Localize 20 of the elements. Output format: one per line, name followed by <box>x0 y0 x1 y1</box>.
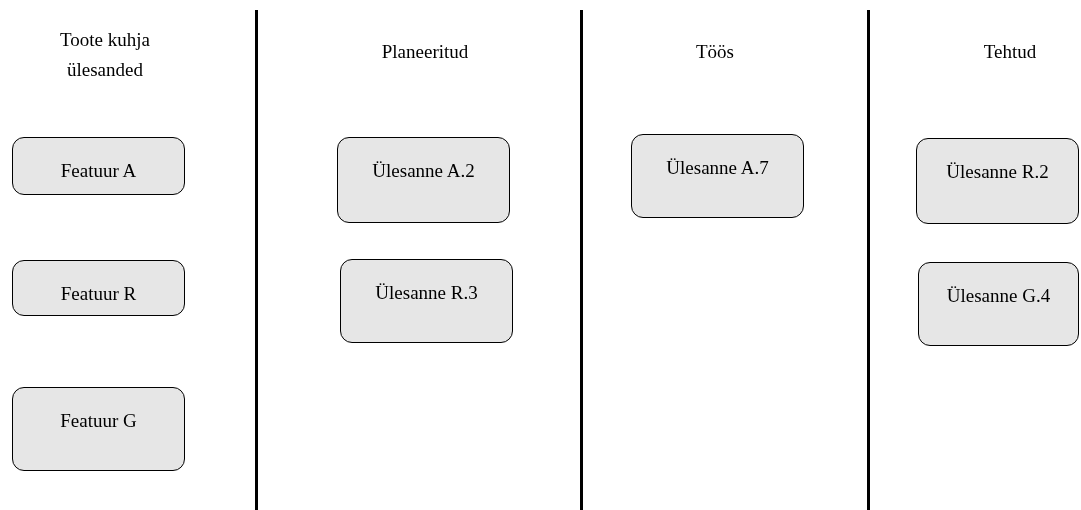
column-heading: Toote kuhja ülesanded <box>59 28 151 82</box>
task-card <box>340 259 513 343</box>
task-card <box>12 260 185 316</box>
task-card <box>337 137 510 223</box>
card-text: Featuur A <box>59 160 138 182</box>
task-card <box>12 137 185 195</box>
card-text: Ülesanne G.4 <box>945 285 1052 307</box>
card-text: Ülesanne A.2 <box>371 160 476 182</box>
card-text: Featuur R <box>59 283 138 305</box>
column-heading: Tehtud <box>982 40 1038 64</box>
card-text: Ülesanne R.3 <box>374 282 479 304</box>
column-heading: Planeeritud <box>380 40 470 64</box>
task-card <box>916 138 1079 224</box>
task-card <box>631 134 804 218</box>
task-card <box>12 387 185 471</box>
card-text: Ülesanne R.2 <box>945 161 1050 183</box>
task-card <box>918 262 1079 346</box>
column-heading: Töös <box>695 40 735 64</box>
card-text: Featuur G <box>59 410 138 432</box>
card-text: Ülesanne A.7 <box>665 157 770 179</box>
